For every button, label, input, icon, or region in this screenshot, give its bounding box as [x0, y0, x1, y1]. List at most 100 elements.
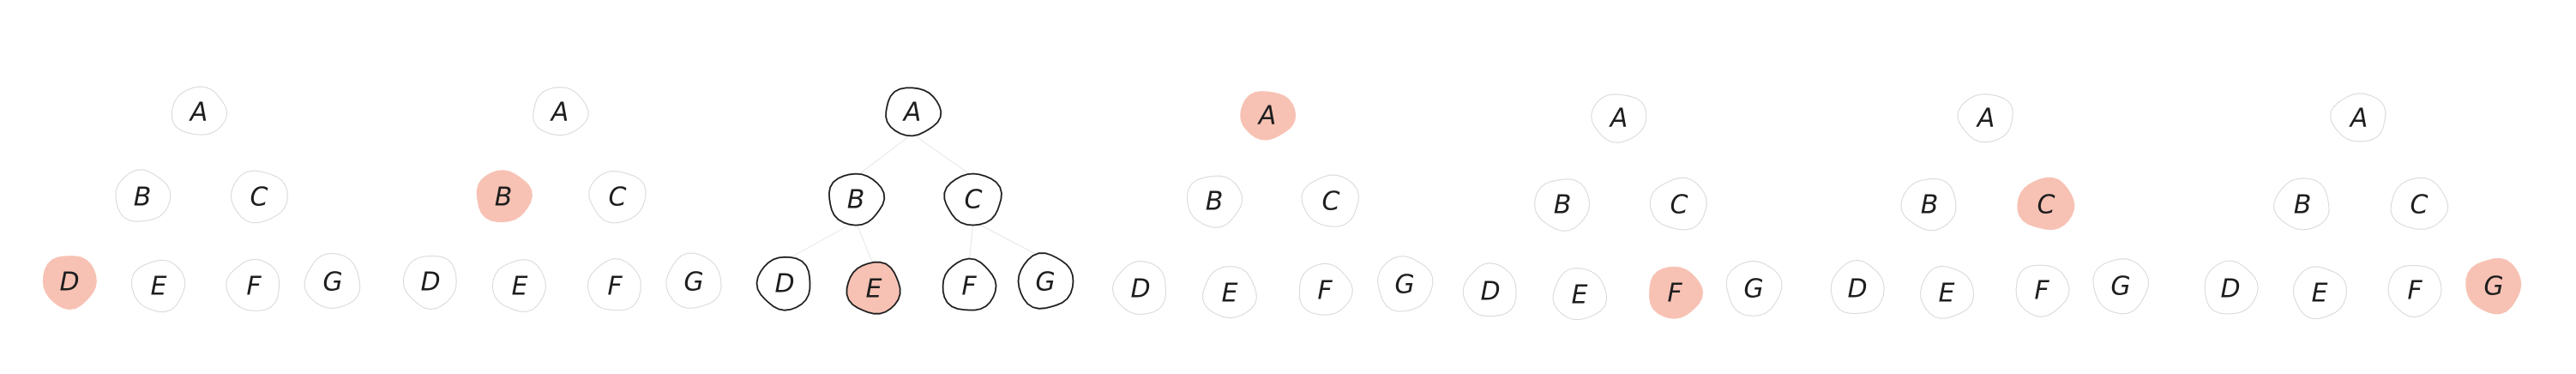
node-circle [665, 252, 722, 309]
node-label: C [2037, 190, 2055, 220]
tree-node-c: C [2390, 177, 2449, 230]
node-label: D [59, 268, 79, 298]
highlighted-node-circle [2465, 257, 2522, 315]
tree-node-g: G [304, 252, 361, 309]
tree-edge [855, 133, 913, 178]
tree-node-e: E [846, 261, 901, 315]
node-label: F [2407, 276, 2423, 306]
node-circle [2273, 178, 2330, 231]
tree-node-a: A [2330, 93, 2386, 142]
node-label: F [607, 272, 623, 302]
tree-node-a: A [533, 87, 589, 136]
tree-node-d: D [402, 256, 457, 311]
tree-node-d: D [1111, 260, 1167, 316]
tree-node-d: D [42, 256, 97, 311]
node-label: A [1257, 101, 1277, 131]
node-label: F [1317, 276, 1333, 306]
node-label: A [550, 98, 569, 128]
node-circle [2204, 260, 2259, 315]
node-circle [1919, 265, 1975, 319]
node-circle [588, 171, 647, 224]
tree-node-d: D [2204, 260, 2259, 315]
tree-node-b: B [1534, 178, 1591, 232]
node-label: E [1939, 279, 1955, 309]
node-label: C [1670, 190, 1688, 220]
node-circle [2292, 266, 2347, 320]
node-circle [2387, 265, 2442, 318]
node-label: G [322, 268, 342, 298]
node-circle [1957, 94, 2013, 143]
node-label: F [961, 272, 977, 302]
node-label: D [774, 269, 794, 299]
node-circle [885, 87, 942, 137]
tree-node-g: G [1377, 256, 1434, 312]
tree-node-c: C [1301, 174, 1359, 227]
tree-node-f: F [2387, 265, 2442, 318]
tree-node-f: F [2015, 264, 2070, 317]
node-circle [2015, 264, 2070, 317]
node-label: D [1130, 274, 1150, 305]
node-circle [115, 169, 172, 222]
node-label: D [1480, 277, 1500, 307]
tree-node-e: E [1552, 268, 1608, 321]
node-label: B [1554, 190, 1572, 220]
tree-node-f: F [587, 257, 641, 311]
tree-edge [968, 220, 974, 264]
tree-node-g: G [2092, 258, 2149, 315]
node-label: C [250, 183, 268, 213]
node-label: C [2410, 190, 2429, 220]
node-label: E [2312, 279, 2328, 309]
tree-node-a: A [1957, 94, 2013, 143]
node-circle [226, 258, 280, 311]
tree-node-a: A [1240, 91, 1297, 141]
node-label: C [1322, 187, 1340, 217]
node-circle [230, 170, 288, 224]
node-label: B [1206, 187, 1224, 217]
highlighted-node-circle [476, 170, 533, 223]
node-label: A [189, 98, 208, 128]
tree-edge [912, 133, 974, 178]
node-circle [2390, 177, 2449, 230]
node-label: G [2110, 272, 2130, 302]
tree-node-e: E [1919, 265, 1975, 319]
tree-node-e: E [2292, 266, 2347, 320]
highlighted-node-circle [846, 261, 901, 315]
tree-node-e: E [1201, 266, 1257, 319]
tree-node-g: G [2465, 257, 2522, 315]
tree-node-c: C [588, 171, 647, 224]
node-label: C [965, 185, 983, 215]
node-circle [1649, 177, 1707, 231]
tree-node-e: E [491, 259, 547, 312]
tree-edge [972, 220, 1046, 260]
node-circle [587, 257, 641, 311]
highlighted-node-circle [42, 256, 97, 311]
node-circle [943, 172, 1002, 226]
node-circle [1830, 259, 1885, 315]
tree-node-b: B [828, 172, 886, 226]
node-label: C [609, 183, 627, 213]
node-circle [1462, 262, 1517, 317]
tree-node-g: G [1725, 260, 1783, 317]
tree-node-a: A [885, 87, 942, 137]
tree-edge [784, 220, 857, 262]
node-label: F [246, 272, 262, 302]
tree-node-d: D [1830, 259, 1885, 315]
node-label: G [1743, 274, 1763, 305]
node-label: G [1035, 268, 1055, 298]
tree-node-a: A [1591, 94, 1647, 143]
tree-node-b: B [1186, 175, 1243, 228]
tree-node-g: G [1017, 252, 1074, 310]
node-label: B [495, 183, 513, 213]
node-circle [1552, 268, 1608, 321]
node-label: D [2220, 274, 2240, 305]
node-label: D [420, 268, 440, 298]
node-circle [1591, 94, 1647, 143]
node-label: E [1572, 280, 1588, 311]
tree-node-b: B [476, 170, 533, 223]
node-circle [1900, 178, 1957, 232]
node-circle [1725, 260, 1783, 317]
tree-node-f: F [1649, 266, 1704, 319]
